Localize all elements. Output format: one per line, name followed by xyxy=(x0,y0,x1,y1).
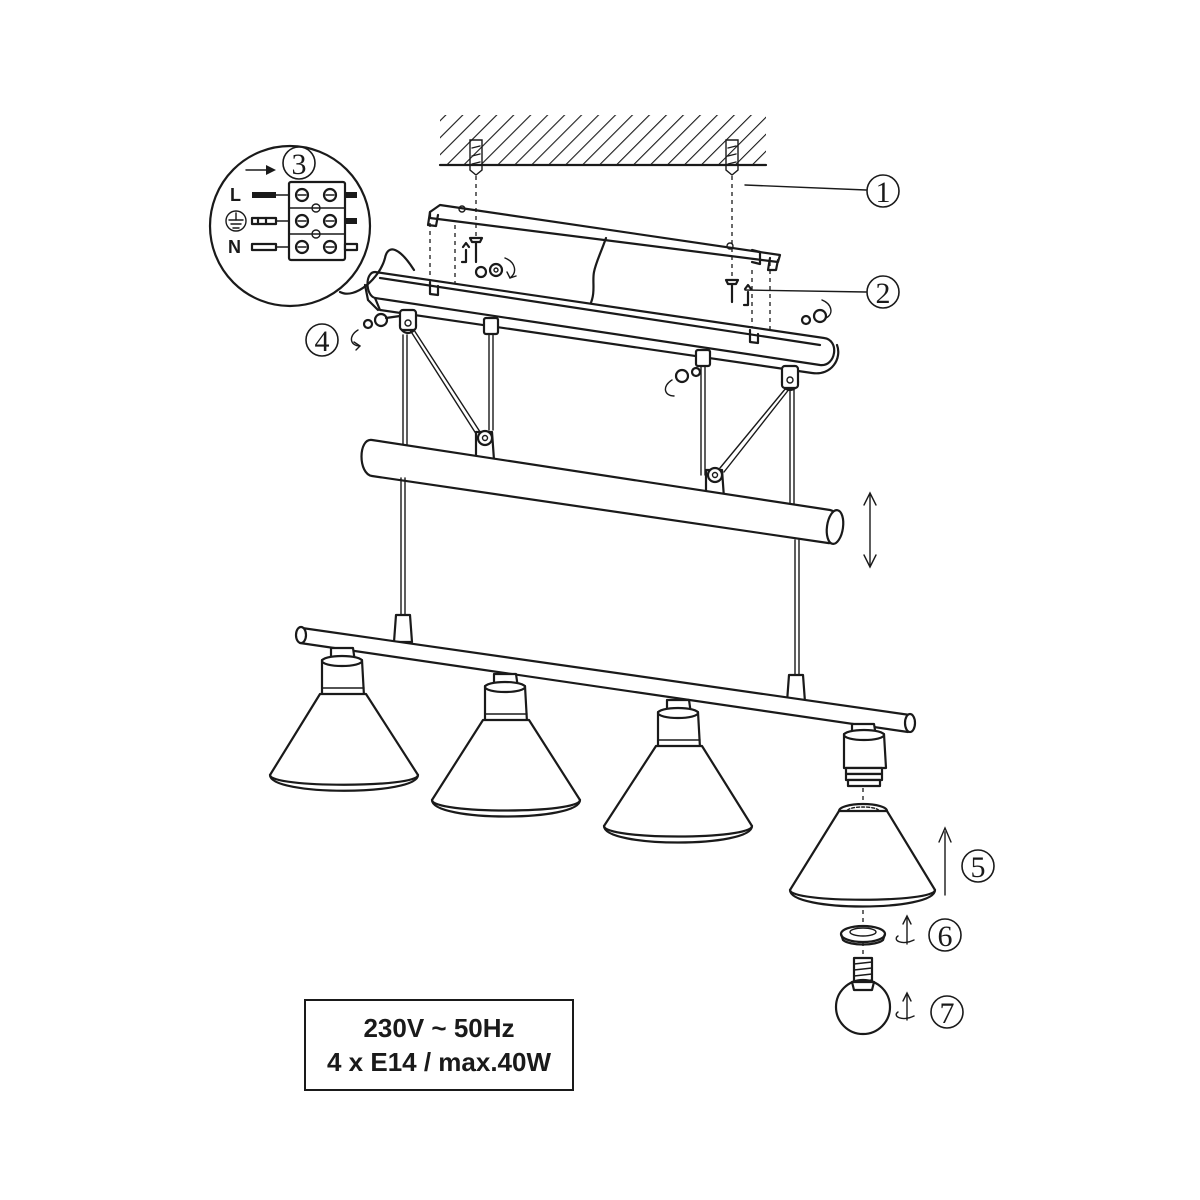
wire-line xyxy=(252,192,357,198)
lamp-shade-1 xyxy=(268,646,420,792)
side-screw-center xyxy=(674,366,702,384)
svg-text:5: 5 xyxy=(971,851,986,884)
insert-arrow-icon xyxy=(245,165,276,175)
lamp-bar xyxy=(294,625,917,734)
callout-3: 3 xyxy=(282,146,316,181)
mounting-bracket xyxy=(426,203,782,272)
lamp-shade-3 xyxy=(602,698,754,844)
screw-left xyxy=(468,236,504,279)
lamp-shade-4 xyxy=(788,802,937,908)
rotation-arrow-icon xyxy=(895,914,915,945)
side-screw-left xyxy=(362,312,402,330)
ceiling-canopy xyxy=(363,270,840,375)
callout-4: 4 xyxy=(305,323,339,358)
side-screw-right xyxy=(800,308,828,326)
svg-text:3: 3 xyxy=(292,148,307,181)
lamp-socket-4 xyxy=(842,722,888,788)
spec-bulbs: 4 x E14 / max.40W xyxy=(326,1047,552,1077)
suspension-bracket-left xyxy=(398,308,418,335)
canopy-notch-right xyxy=(748,328,760,345)
callout-5: 5 xyxy=(961,849,995,884)
power-cable xyxy=(588,236,608,307)
lamp-shade-2 xyxy=(430,672,582,818)
lift-arrow-icon xyxy=(938,826,952,896)
wire-earth xyxy=(250,216,357,226)
adjustable-tube-bar xyxy=(360,438,845,545)
earth-ground-icon xyxy=(225,210,247,232)
wall-plug-left xyxy=(469,139,483,176)
shade-ring xyxy=(839,924,887,946)
wire-end-cap-left xyxy=(392,613,414,644)
suspension-bracket-mid-left xyxy=(482,316,500,336)
arrow-icon xyxy=(460,241,471,264)
svg-text:4: 4 xyxy=(315,325,330,358)
suspension-wires xyxy=(402,329,795,506)
svg-text:7: 7 xyxy=(940,997,955,1030)
rotation-arrow-icon xyxy=(504,257,517,279)
wire-label-neutral: N xyxy=(228,237,241,257)
rotation-arrow-icon xyxy=(821,299,832,319)
svg-text:6: 6 xyxy=(938,920,953,953)
canopy-notch-left xyxy=(428,280,440,297)
callout-2: 2 xyxy=(744,275,900,310)
light-bulb xyxy=(834,956,892,1036)
arrow-icon xyxy=(742,283,753,307)
svg-text:1: 1 xyxy=(876,176,891,209)
rotation-arrow-icon xyxy=(350,329,361,351)
electrical-spec-box: 230V ~ 50Hz 4 x E14 / max.40W xyxy=(304,999,574,1091)
spec-voltage: 230V ~ 50Hz xyxy=(363,1013,515,1043)
terminal-block xyxy=(287,180,347,262)
svg-text:2: 2 xyxy=(876,277,891,310)
wire-neutral xyxy=(250,242,359,252)
callout-1: 1 xyxy=(744,174,900,209)
suspension-bracket-mid-right xyxy=(694,348,712,368)
lower-wires xyxy=(400,477,800,676)
height-adjust-arrow-icon xyxy=(863,491,877,569)
screw-right xyxy=(724,278,740,304)
ceiling xyxy=(438,115,768,167)
rotation-arrow-icon xyxy=(895,991,915,1021)
wall-plug-right xyxy=(725,139,739,176)
wire-label-line: L xyxy=(230,185,241,205)
callout-7: 7 xyxy=(930,995,964,1030)
callout-6: 6 xyxy=(928,918,962,953)
suspension-bracket-right xyxy=(780,364,800,392)
rotation-arrow-icon xyxy=(664,379,675,397)
